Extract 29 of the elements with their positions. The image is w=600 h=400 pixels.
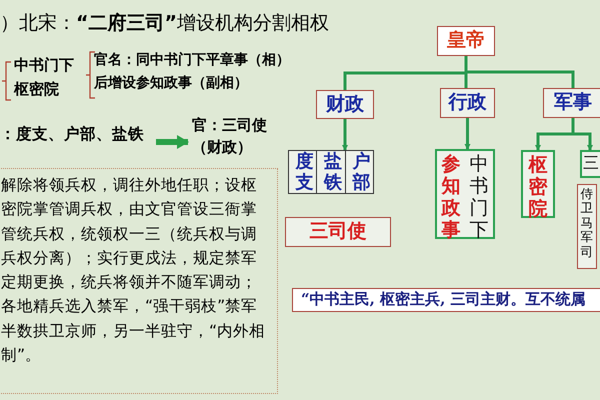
quote-box: “中书主民, 枢密主兵, 三司主财。互不统属 — [292, 288, 600, 312]
category-box: 行政 — [440, 88, 495, 118]
title: ）北宋：“二府三司”增设机构分割相权 — [0, 11, 329, 36]
note-box: 解除将领兵权，调往外地任职；设枢密院掌管调兵权，由文官管设三衙掌管统兵权，统领权一三（统兵权与调兵权分离）；实行更戍法，规定禁军定期更换，统兵将领并不随军调动；各地精兵选入禁军，“强干弱枝”禁军半数拱卫京师，另一半驻守，“内外相制”。 — [0, 168, 278, 394]
label-text: 官名：同中书门下平章事（相） — [94, 51, 290, 69]
title-box: 皇帝 — [437, 26, 495, 56]
table-cell: 盐铁 — [316, 151, 345, 193]
arrow — [572, 118, 593, 151]
arrow — [342, 119, 348, 151]
office-box: 侍卫马军司 — [577, 184, 597, 269]
office-box: 三 — [580, 150, 600, 178]
table-cell: 户部 — [344, 151, 373, 193]
office-box: 三司使 — [285, 217, 391, 247]
label-text: 后增设参知政事（副相） — [94, 74, 248, 92]
label-text: 中书门下 — [14, 56, 74, 75]
office-box — [435, 149, 495, 239]
office-box: 枢密院 — [521, 150, 555, 218]
arrow — [156, 135, 189, 149]
connector-line — [464, 56, 574, 88]
column-text: 参知政事 — [440, 154, 462, 237]
text-label: 官：三司使（财政） — [192, 114, 276, 162]
category-box: 财政 — [316, 90, 374, 119]
table-box — [288, 150, 374, 194]
text-label: ：度支、户部、盐铁 — [0, 124, 156, 148]
arrow — [464, 118, 470, 150]
column-text: 中书门下 — [468, 154, 490, 237]
table-cell-text: 度支 — [294, 151, 315, 193]
category-box: 军事 — [543, 88, 600, 118]
label-text: 枢密院 — [14, 80, 59, 99]
